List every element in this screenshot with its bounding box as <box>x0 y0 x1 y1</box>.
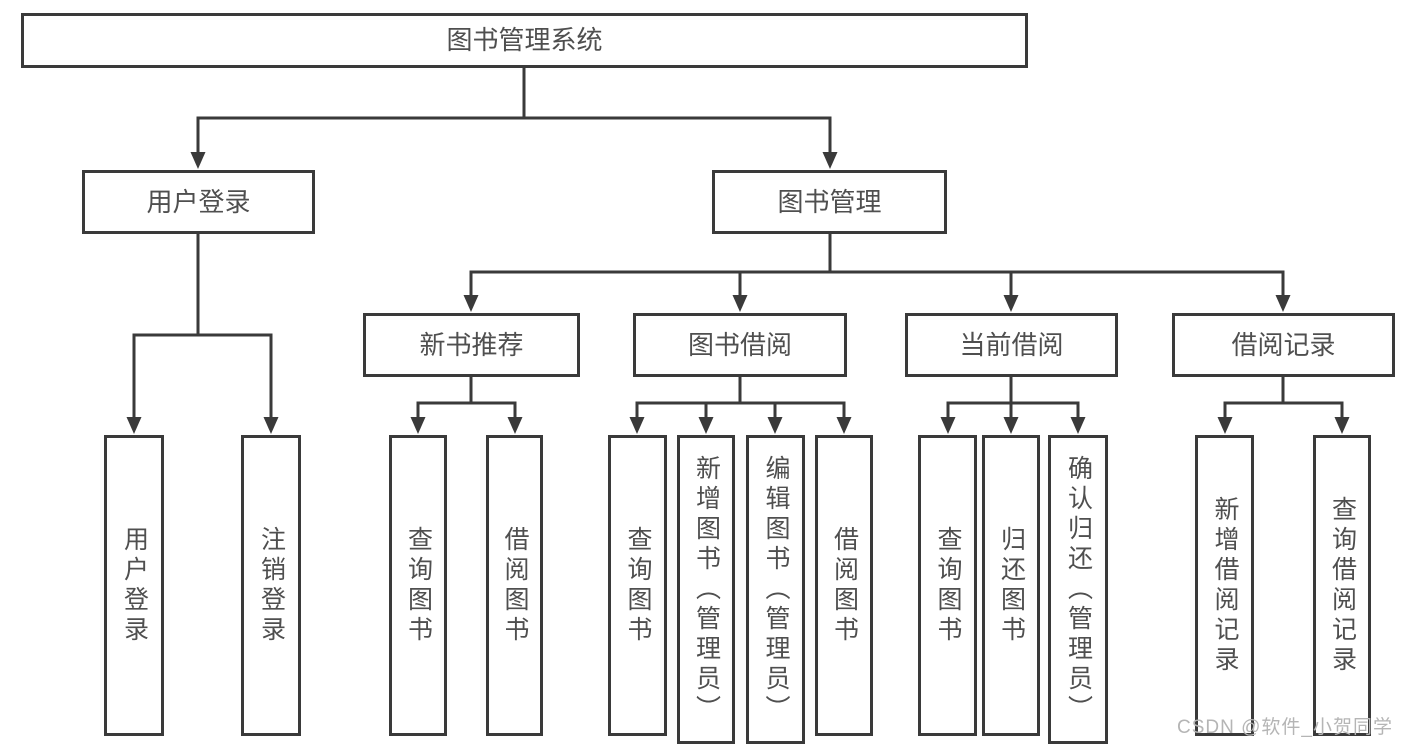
csdn-watermark: CSDN @软件_小贺同学 <box>1177 717 1393 738</box>
leaf-query-borrow-record: 查询借阅记录 <box>1313 435 1371 736</box>
leaf-logout: 注销登录 <box>241 435 301 736</box>
node-user-login: 用户登录 <box>82 170 315 234</box>
leaf-confirm-return-admin: 确认归还（管理员） <box>1048 435 1108 744</box>
leaf-add-books-admin: 新增图书（管理员） <box>677 435 735 744</box>
connector-level3-rail <box>469 270 1285 298</box>
leaf-query-books-current: 查询图书 <box>918 435 977 736</box>
leaf-return-books: 归还图书 <box>982 435 1040 736</box>
connector-newbook-rail <box>416 401 517 421</box>
node-library-management-system: 图书管理系统 <box>21 13 1028 68</box>
leaf-borrow-books-recommend: 借阅图书 <box>486 435 543 736</box>
node-book-borrowing: 图书借阅 <box>633 313 847 377</box>
leaf-borrow-books: 借阅图书 <box>815 435 873 736</box>
node-new-book-recommend: 新书推荐 <box>363 313 580 377</box>
leaf-user-login: 用户登录 <box>104 435 164 736</box>
connector-borrow-rail <box>635 401 846 421</box>
leaf-query-books-borrowing: 查询图书 <box>608 435 667 736</box>
connector-userlogin-rail <box>132 333 273 421</box>
leaf-query-books-recommend: 查询图书 <box>389 435 447 736</box>
leaf-edit-books-admin: 编辑图书（管理员） <box>746 435 805 744</box>
node-borrowing-records: 借阅记录 <box>1172 313 1395 377</box>
connector-current-rail <box>946 401 1080 421</box>
leaf-add-borrow-record: 新增借阅记录 <box>1195 435 1254 736</box>
node-current-borrowing: 当前借阅 <box>905 313 1118 377</box>
connector-records-rail <box>1223 401 1344 421</box>
connector-level2-rail <box>196 116 832 155</box>
node-book-management: 图书管理 <box>712 170 947 234</box>
